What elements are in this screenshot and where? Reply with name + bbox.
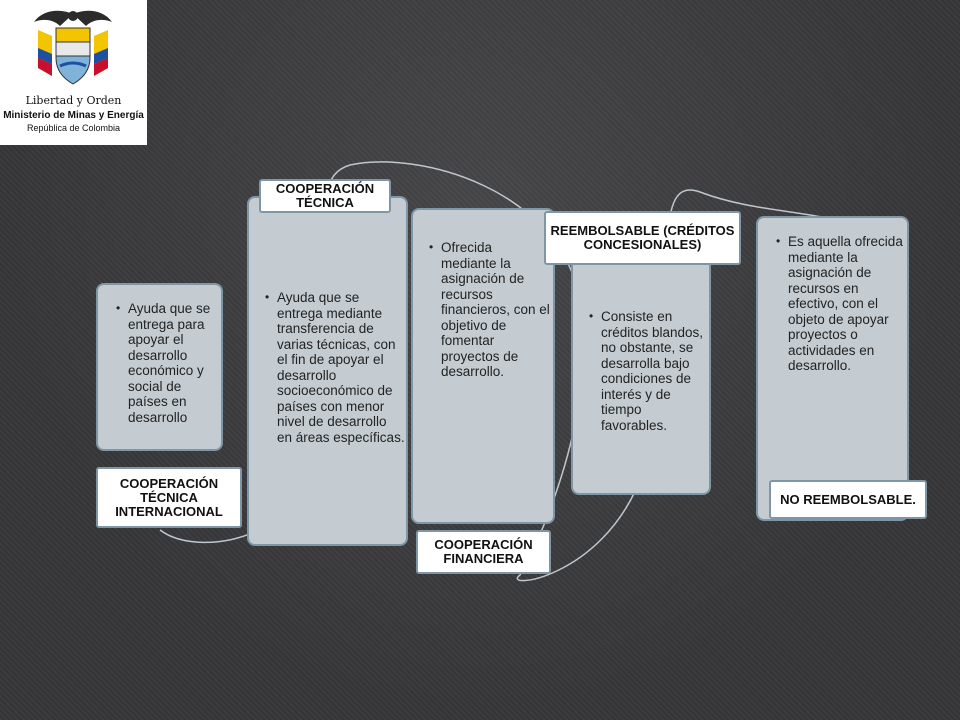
card-text: Consiste en créditos blandos, no obstant…	[589, 309, 707, 433]
card-cooperacion-internacional: Ayuda que se entrega para apoyar el desa…	[96, 283, 223, 451]
label-cooperacion-tecnica-internacional: COOPERACIÓN TÉCNICA INTERNACIONAL	[96, 467, 242, 528]
ministry-logo: Libertad y Orden Ministerio de Minas y E…	[0, 0, 147, 145]
label-cooperacion-financiera: COOPERACIÓN FINANCIERA	[416, 530, 551, 574]
label-reembolsable: REEMBOLSABLE (CRÉDITOS CONCESIONALES)	[544, 211, 741, 265]
card-text: Ayuda que se entrega para apoyar el desa…	[116, 301, 218, 425]
label-no-reembolsable: NO REEMBOLSABLE.	[769, 480, 927, 519]
card-cooperacion-financiera: Ofrecida mediante la asignación de recur…	[411, 208, 555, 524]
card-text: Ofrecida mediante la asignación de recur…	[429, 240, 551, 380]
logo-country: República de Colombia	[26, 123, 121, 133]
card-text: Ayuda que se entrega mediante transferen…	[265, 290, 405, 445]
card-no-reembolsable: Es aquella ofrecida mediante la asignaci…	[756, 216, 909, 521]
logo-ministry: Ministerio de Minas y Energía	[3, 110, 144, 121]
card-text: Es aquella ofrecida mediante la asignaci…	[776, 234, 905, 374]
label-cooperacion-tecnica: COOPERACIÓN TÉCNICA	[259, 179, 391, 213]
logo-motto: Libertad y Orden	[25, 94, 122, 107]
card-cooperacion-tecnica: Ayuda que se entrega mediante transferen…	[247, 196, 408, 546]
coat-of-arms-icon	[34, 10, 112, 85]
card-reembolsable: Consiste en créditos blandos, no obstant…	[571, 245, 711, 495]
